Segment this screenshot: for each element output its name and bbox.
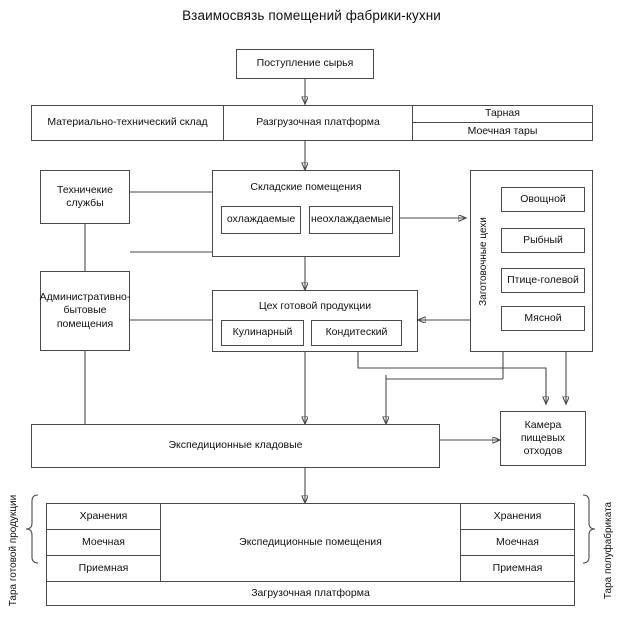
page-title: Взаимосвязь помещений фабрики-кухни <box>182 8 441 23</box>
node-left-wash[interactable]: Моечная <box>46 529 161 556</box>
node-admin-household[interactable]: Административно-бытовые помещения <box>40 271 130 351</box>
node-finished-culinary[interactable]: Кулинарный <box>221 320 304 346</box>
node-expedition-rooms[interactable]: Экспедиционные помещения <box>160 503 461 582</box>
node-finished-confection[interactable]: Кондитеский <box>311 320 402 346</box>
node-right-storage[interactable]: Хранения <box>460 503 575 530</box>
node-left-reception[interactable]: Приемная <box>46 555 161 582</box>
node-technical-services[interactable]: Техничекие службы <box>40 170 130 224</box>
node-right-reception[interactable]: Приемная <box>460 555 575 582</box>
node-storage-rooms-label: Складские помещения <box>250 181 362 193</box>
node-container-wash[interactable]: Моечная тары <box>412 122 593 141</box>
node-storage-cooled[interactable]: охлаждаемые <box>221 206 301 234</box>
side-label-left: Тара готовой продукции <box>8 494 20 606</box>
node-expedition-storerooms[interactable]: Экспедиционные кладовые <box>31 424 440 468</box>
node-storage-uncooled[interactable]: неохлаждаемые <box>309 206 393 234</box>
node-prep-shops-label: Заготовочные цехи <box>477 216 489 306</box>
side-label-right: Тара полуфабриката <box>603 501 615 599</box>
node-prep-vegetable[interactable]: Овощной <box>501 187 585 212</box>
node-unloading-platform[interactable]: Разгрузочная платформа <box>223 105 413 141</box>
node-loading-platform[interactable]: Загрузочная платформа <box>46 581 575 606</box>
node-prep-fish[interactable]: Рыбный <box>501 228 585 253</box>
node-raw-intake[interactable]: Поступление сырья <box>236 49 374 79</box>
node-finished-shop-label: Цех готовой продукции <box>258 300 372 312</box>
node-right-wash[interactable]: Моечная <box>460 529 575 556</box>
node-prep-poultry[interactable]: Птице-голевой <box>501 268 585 293</box>
node-material-warehouse[interactable]: Материально-технический склад <box>31 105 224 141</box>
node-container[interactable]: Тарная <box>412 105 593 123</box>
node-left-storage[interactable]: Хранения <box>46 503 161 530</box>
node-food-waste-chamber[interactable]: Камера пищевых отходов <box>500 411 586 466</box>
node-prep-meat[interactable]: Мясной <box>501 306 585 331</box>
